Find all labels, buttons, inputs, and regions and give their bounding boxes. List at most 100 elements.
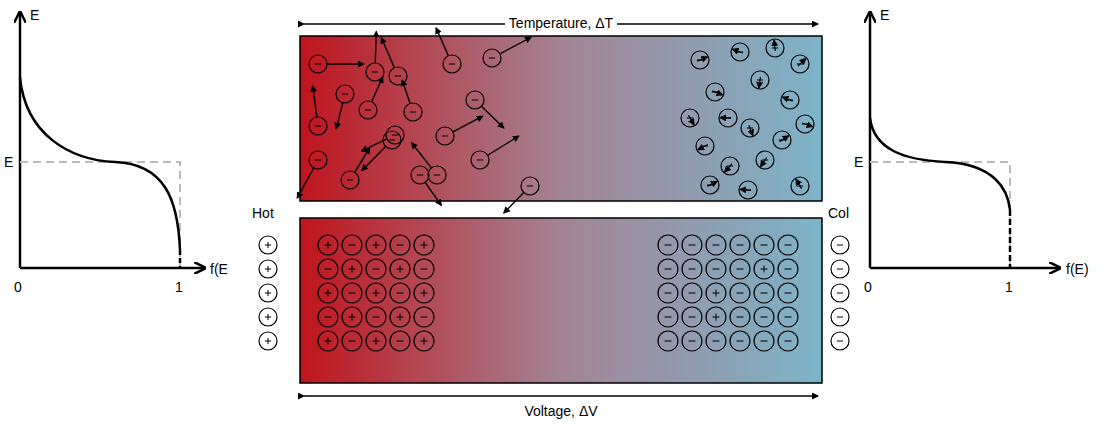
velocity-arrow <box>336 103 343 129</box>
charge-circle <box>414 307 434 327</box>
charge-circle <box>414 259 434 279</box>
axis-label: f(E <box>210 262 228 276</box>
charge-sign <box>785 269 792 270</box>
charge-circle <box>259 236 277 254</box>
velocity-arrow <box>488 136 519 155</box>
charge-sign <box>713 269 720 270</box>
velocity-arrow <box>297 168 314 198</box>
charge-sign <box>424 338 425 345</box>
charge-sign <box>342 94 348 95</box>
charge-sign <box>417 175 423 176</box>
charge-circle <box>658 283 678 303</box>
charge-sign <box>837 245 843 246</box>
charge-circle <box>309 117 327 135</box>
charge-circle <box>259 308 277 326</box>
velocity-arrow <box>712 91 722 95</box>
charge-sign <box>689 269 696 270</box>
charge-circle <box>366 307 386 327</box>
charge-sign <box>421 317 428 318</box>
charge-circle <box>259 284 277 302</box>
charge-circle <box>778 283 798 303</box>
charge-sign <box>689 341 696 342</box>
velocity-arrow <box>698 145 708 150</box>
charge-sign <box>449 64 455 65</box>
charge-sign <box>268 266 269 272</box>
charge-particles <box>259 28 849 351</box>
velocity-arrow <box>725 164 732 172</box>
charge-sign <box>315 160 321 161</box>
charge-sign <box>716 290 717 297</box>
charge-circle <box>318 283 338 303</box>
charge-circle <box>831 284 849 302</box>
charge-circle <box>342 235 362 255</box>
charge-circle <box>730 331 750 351</box>
charge-circle <box>831 260 849 278</box>
charge-sign <box>268 242 269 248</box>
charge-circle <box>706 331 726 351</box>
charge-circle <box>318 331 338 351</box>
charge-sign <box>785 317 792 318</box>
charge-sign <box>315 126 321 127</box>
charge-circle <box>414 283 434 303</box>
charge-sign <box>325 269 332 270</box>
charge-sign <box>737 269 744 270</box>
charge-circle <box>766 39 784 57</box>
charge-circle <box>342 307 362 327</box>
charge-circle <box>791 55 809 73</box>
charge-circle <box>658 259 678 279</box>
velocity-arrow <box>481 106 503 128</box>
charge-sign <box>395 76 401 77</box>
charge-sign <box>665 293 672 294</box>
charge-sign <box>434 175 440 176</box>
charge-circle <box>773 131 791 149</box>
charge-sign <box>397 341 404 342</box>
charge-circle <box>309 151 327 169</box>
charge-circle <box>390 307 410 327</box>
charge-circle <box>831 236 849 254</box>
charge-circle <box>342 259 362 279</box>
charge-sign <box>376 338 377 345</box>
charge-circle <box>778 331 798 351</box>
charge-circle <box>682 331 702 351</box>
charge-sign <box>785 341 792 342</box>
charge-sign <box>689 245 696 246</box>
charge-sign <box>376 242 377 249</box>
charge-circle <box>682 235 702 255</box>
charge-sign <box>268 290 269 296</box>
charge-sign <box>268 314 269 320</box>
charge-sign <box>349 293 356 294</box>
charge-circle <box>436 127 454 145</box>
velocity-arrow <box>313 86 317 117</box>
charge-sign <box>397 293 404 294</box>
charge-sign <box>761 245 768 246</box>
charge-circle <box>706 83 724 101</box>
voltage-arrow <box>304 395 818 397</box>
charge-circle <box>390 283 410 303</box>
charge-circle <box>739 181 757 199</box>
charge-sign <box>837 293 843 294</box>
charge-sign <box>349 245 356 246</box>
charge-circle <box>754 283 774 303</box>
charge-circle <box>730 235 750 255</box>
level-label: E <box>4 155 13 169</box>
charge-sign <box>268 338 269 344</box>
velocity-arrow <box>759 77 761 88</box>
charge-sign <box>737 293 744 294</box>
velocity-arrow <box>720 117 731 119</box>
charge-circle <box>682 283 702 303</box>
charge-circle <box>831 308 849 326</box>
charge-circle <box>390 235 410 255</box>
tick-label: 0 <box>864 280 872 294</box>
charge-sign <box>389 140 395 141</box>
velocity-arrow <box>761 158 767 167</box>
charge-circle <box>706 307 726 327</box>
charge-sign <box>376 290 377 297</box>
velocity-arrow <box>802 123 812 127</box>
velocity-arrow <box>402 80 410 103</box>
charge-sign <box>737 317 744 318</box>
charge-circle <box>658 235 678 255</box>
velocity-arrow <box>796 179 802 188</box>
charge-circle <box>706 235 726 255</box>
charge-sign <box>761 341 768 342</box>
